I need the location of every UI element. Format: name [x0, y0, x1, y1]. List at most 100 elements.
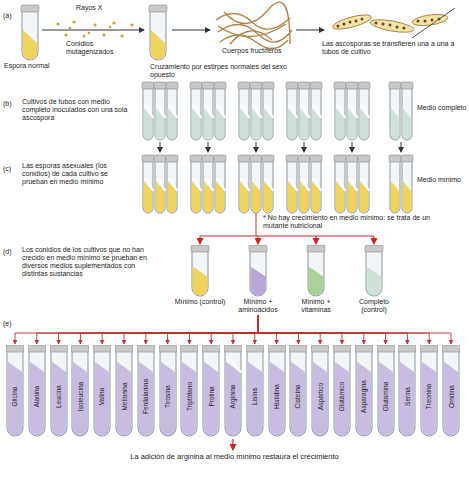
- cotton-plug: [268, 345, 286, 352]
- supplement-name: Triptófano: [186, 381, 193, 410]
- mold-growth: [349, 179, 359, 190]
- annotation: Rayos X: [76, 4, 121, 12]
- panel-letter: (e): [3, 320, 17, 328]
- supplement-tube: Ornitina: [442, 345, 460, 437]
- tube-glass: [250, 250, 266, 296]
- tube-glass: [287, 160, 297, 213]
- highlight-arrow: [232, 439, 233, 450]
- tube-glass: [334, 350, 350, 436]
- supplement-name: Arginina: [230, 384, 237, 408]
- tube-medium: [309, 266, 324, 295]
- test-tube: [250, 155, 262, 213]
- tube-medium: [29, 361, 44, 435]
- tube-glass: [22, 10, 38, 60]
- test-tube: [398, 345, 416, 436]
- label-box: Cuerpos fructíferos: [222, 47, 302, 55]
- test-tube: [401, 155, 413, 213]
- test-tube: [334, 155, 346, 213]
- tube-medium: [378, 361, 393, 435]
- cotton-plug: [137, 345, 155, 352]
- tube-glass: [402, 160, 412, 213]
- tube-glass: [29, 350, 45, 436]
- supplement-name: Glutámico: [339, 381, 346, 410]
- cotton-plug: [311, 345, 329, 352]
- tube-medium: [444, 361, 459, 435]
- branch-connector: [258, 315, 429, 344]
- tube-glass: [287, 87, 297, 140]
- test-tube: [298, 155, 310, 213]
- tube-glass: [390, 160, 400, 213]
- test-tube: [389, 82, 401, 140]
- test-tube: [142, 82, 154, 140]
- label-box: Cultivos de tubos con medio completo ino…: [22, 98, 134, 122]
- supplement-tube: Arginina: [224, 345, 242, 437]
- supplement-name: Lisina: [251, 388, 258, 405]
- cotton-plug: [190, 155, 202, 162]
- test-tube: [358, 82, 370, 140]
- tube-medium: [73, 361, 88, 435]
- tube-glass: [225, 350, 241, 436]
- tube-glass: [443, 350, 459, 436]
- tube-glass: [402, 87, 412, 140]
- test-tube: [307, 245, 325, 296]
- test-tube: [262, 82, 274, 140]
- branch-connector: [124, 315, 258, 344]
- tube-glass: [155, 160, 165, 213]
- annotation: Cruzamiento por estirpes normales del se…: [150, 63, 310, 79]
- branch-connector: [80, 315, 258, 344]
- branch-connector: [168, 315, 258, 344]
- tube-label: Mínimo + vitaminas: [289, 297, 343, 314]
- branch-connector: [189, 315, 258, 344]
- mold-growth: [217, 106, 227, 117]
- mold-growth: [253, 106, 263, 117]
- caption: La adición de arginina al medio mínimo r…: [0, 452, 469, 461]
- tube-medium: [23, 30, 38, 60]
- test-tube: [286, 155, 298, 213]
- cotton-plug: [250, 82, 262, 89]
- mold-growth: [157, 106, 167, 117]
- tube-medium: [151, 30, 166, 60]
- supplement-name: Leucina: [55, 385, 62, 408]
- tube-glass: [359, 87, 369, 140]
- test-tube: [224, 345, 242, 436]
- tube-medium: [193, 266, 208, 295]
- test-tube: [358, 155, 370, 213]
- tube-medium: [400, 361, 415, 435]
- medium-tube: Mínimo (control): [173, 245, 227, 306]
- tube-glass: [251, 160, 261, 213]
- test-tube: [142, 155, 154, 213]
- test-tube: [310, 155, 322, 213]
- branch-connector: [258, 315, 342, 344]
- cotton-plug: [166, 155, 178, 162]
- tube-glass: [7, 350, 23, 436]
- supplement-name: Aspártico: [317, 382, 324, 409]
- cotton-plug: [238, 82, 250, 89]
- cotton-plug: [286, 82, 298, 89]
- tube-glass: [215, 87, 225, 140]
- mold-growth: [145, 179, 155, 190]
- label-box: Las esporas asexuales (los conidios) de …: [22, 162, 134, 186]
- fruiting-bodies: [216, 2, 292, 48]
- tube-medium: [182, 361, 197, 435]
- label-box: (b): [3, 100, 17, 108]
- tube-glass: [143, 87, 153, 140]
- branch-connector: [59, 315, 258, 344]
- test-tube: [214, 82, 226, 140]
- test-tube: [190, 155, 202, 213]
- tube-glass: [347, 160, 357, 213]
- supplement-tube: Asparagina: [355, 345, 373, 437]
- supplement-name: Asparagina: [360, 380, 367, 413]
- cotton-plug: [180, 345, 198, 352]
- tube-glass: [167, 160, 177, 213]
- test-tube: [346, 155, 358, 213]
- tube-glass: [308, 250, 324, 296]
- label-box: Las ascosporas se transfieren una a una …: [322, 40, 464, 56]
- branch-connector: [258, 315, 298, 344]
- tube-glass: [390, 87, 400, 140]
- cotton-plug: [191, 245, 209, 252]
- cotton-plug: [202, 82, 214, 89]
- tube-glass: [239, 87, 249, 140]
- test-tube: [420, 345, 438, 436]
- supplement-tube: Metionina: [115, 345, 133, 437]
- cotton-plug: [377, 345, 395, 352]
